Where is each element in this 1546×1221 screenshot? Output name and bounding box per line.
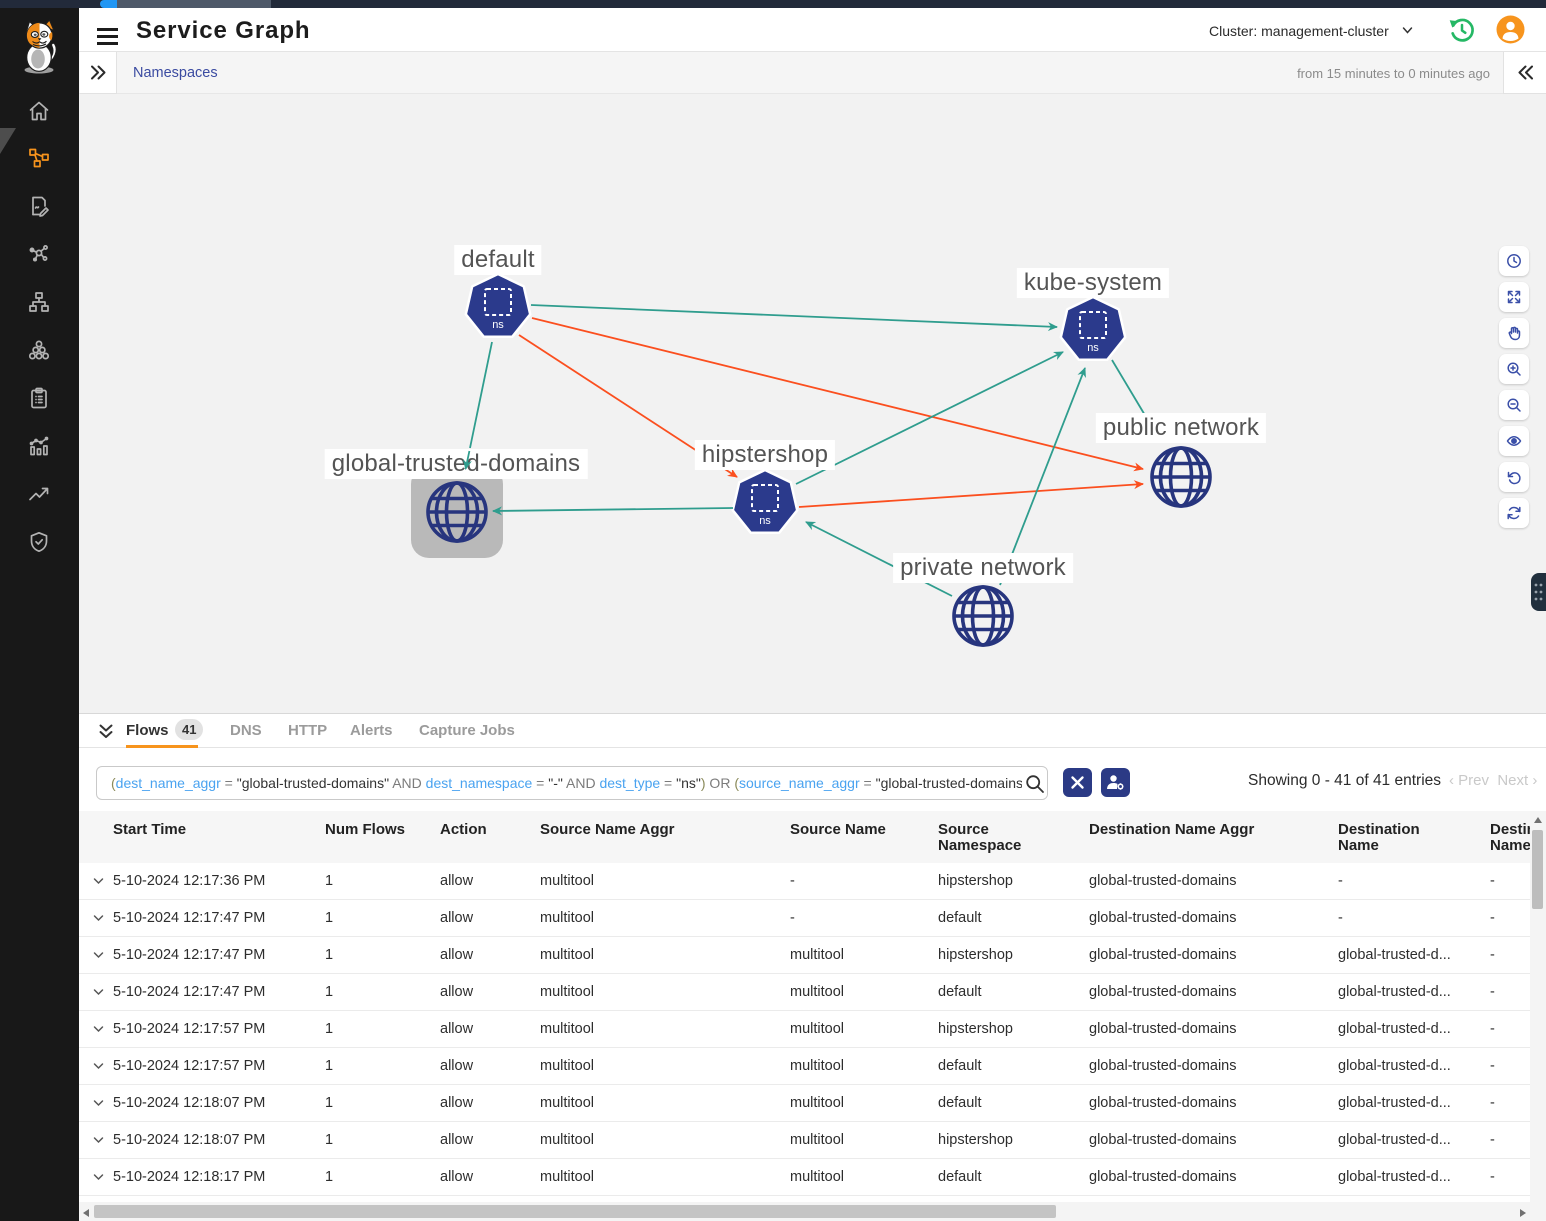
svg-text:ns: ns <box>492 319 504 331</box>
svg-text:ns: ns <box>759 515 771 527</box>
svg-text:ns: ns <box>1087 342 1099 354</box>
